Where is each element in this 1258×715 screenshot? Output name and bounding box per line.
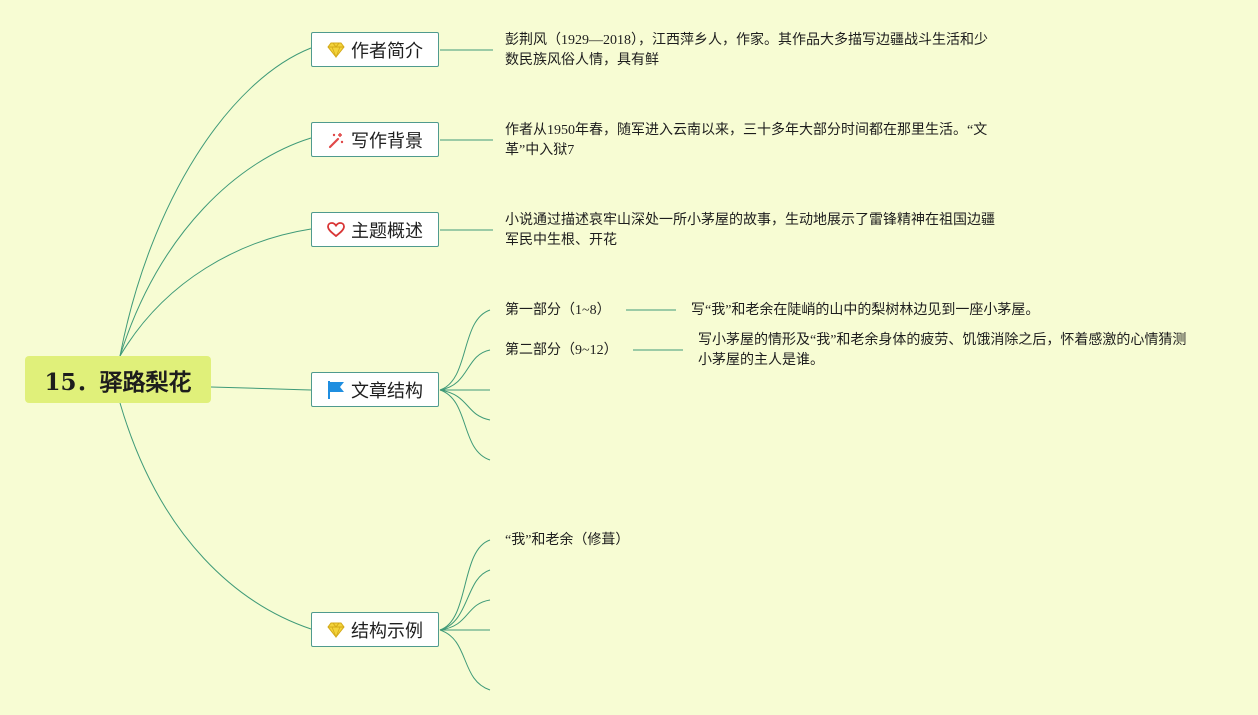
- structure-part1-title: 第一部分（1~8）: [505, 303, 611, 318]
- heart-icon: [327, 221, 345, 239]
- branch-background-label: 写作背景: [351, 130, 423, 152]
- structure-part1-desc-line: 写“我”和老余在陡峭的山中的梨树林边见到一座小茅屋。: [691, 303, 1040, 318]
- magic-wand-icon: [327, 131, 345, 149]
- flag-icon: [327, 380, 345, 399]
- link-structure-part2: [439, 349, 491, 391]
- link-example-empty2: [439, 569, 491, 631]
- link-structure-part1: [439, 309, 491, 391]
- author-text-line: 彭荆风（1929—2018），江西萍乡人，作家。其作品大多描写边疆战斗生活和少: [505, 33, 988, 48]
- diamond-icon: [327, 41, 345, 59]
- link-example-empty3: [439, 599, 491, 631]
- link-root-theme: [119, 228, 312, 357]
- diamond-icon: [327, 621, 345, 639]
- structure-part2-desc-line: 小茅屋的主人是谁。: [698, 353, 824, 368]
- root-title: 15．驿路梨花: [44, 368, 192, 396]
- link-root-example: [119, 402, 312, 630]
- branch-structure-label: 文章结构: [351, 380, 423, 402]
- branch-author[interactable]: 作者简介: [311, 32, 439, 67]
- link-root-author: [119, 47, 312, 357]
- theme-text: 小说通过描述哀牢山深处一所小茅屋的故事，生动地展示了雷锋精神在祖国边疆 军民中生…: [505, 211, 995, 251]
- structure-part2-desc-line: 写小茅屋的情形及“我”和老余身体的疲劳、饥饿消除之后，怀着感激的心情猜测: [698, 333, 1187, 348]
- background-text-line: 作者从1950年春，随军进入云南以来，三十多年大部分时间都在那里生活。“文: [505, 123, 988, 138]
- branch-example-label: 结构示例: [351, 620, 423, 642]
- structure-part1-desc: 写“我”和老余在陡峭的山中的梨树林边见到一座小茅屋。: [691, 301, 1039, 321]
- branch-author-label: 作者简介: [351, 40, 423, 62]
- link-structure-empty5: [439, 389, 491, 461]
- link-example-item1: [439, 539, 491, 631]
- branch-example[interactable]: 结构示例: [311, 612, 439, 647]
- theme-text-line: 小说通过描述哀牢山深处一所小茅屋的故事，生动地展示了雷锋精神在祖国边疆: [505, 213, 995, 228]
- link-example-empty5: [439, 629, 491, 691]
- structure-part2-desc: 写小茅屋的情形及“我”和老余身体的疲劳、饥饿消除之后，怀着感激的心情猜测 小茅屋…: [698, 331, 1186, 371]
- branch-theme[interactable]: 主题概述: [311, 212, 439, 247]
- author-text: 彭荆风（1929—2018），江西萍乡人，作家。其作品大多描写边疆战斗生活和少 …: [505, 31, 988, 71]
- branch-background[interactable]: 写作背景: [311, 122, 439, 157]
- link-structure-empty4: [439, 389, 491, 421]
- link-root-background: [119, 137, 312, 357]
- theme-text-line: 军民中生根、开花: [505, 233, 617, 248]
- author-text-line: 数民族风俗人情，具有鲜: [505, 53, 659, 68]
- structure-part2-title: 第二部分（9~12）: [505, 343, 618, 358]
- link-root-structure: [210, 386, 312, 391]
- branch-theme-label: 主题概述: [351, 220, 423, 242]
- example-item-1: “我”和老余（修葺）: [505, 533, 630, 548]
- background-text-line: 革”中入狱7: [505, 143, 575, 158]
- root-topic[interactable]: 15．驿路梨花: [25, 356, 211, 403]
- branch-structure[interactable]: 文章结构: [311, 372, 439, 407]
- background-text: 作者从1950年春，随军进入云南以来，三十多年大部分时间都在那里生活。“文 革”…: [505, 121, 987, 161]
